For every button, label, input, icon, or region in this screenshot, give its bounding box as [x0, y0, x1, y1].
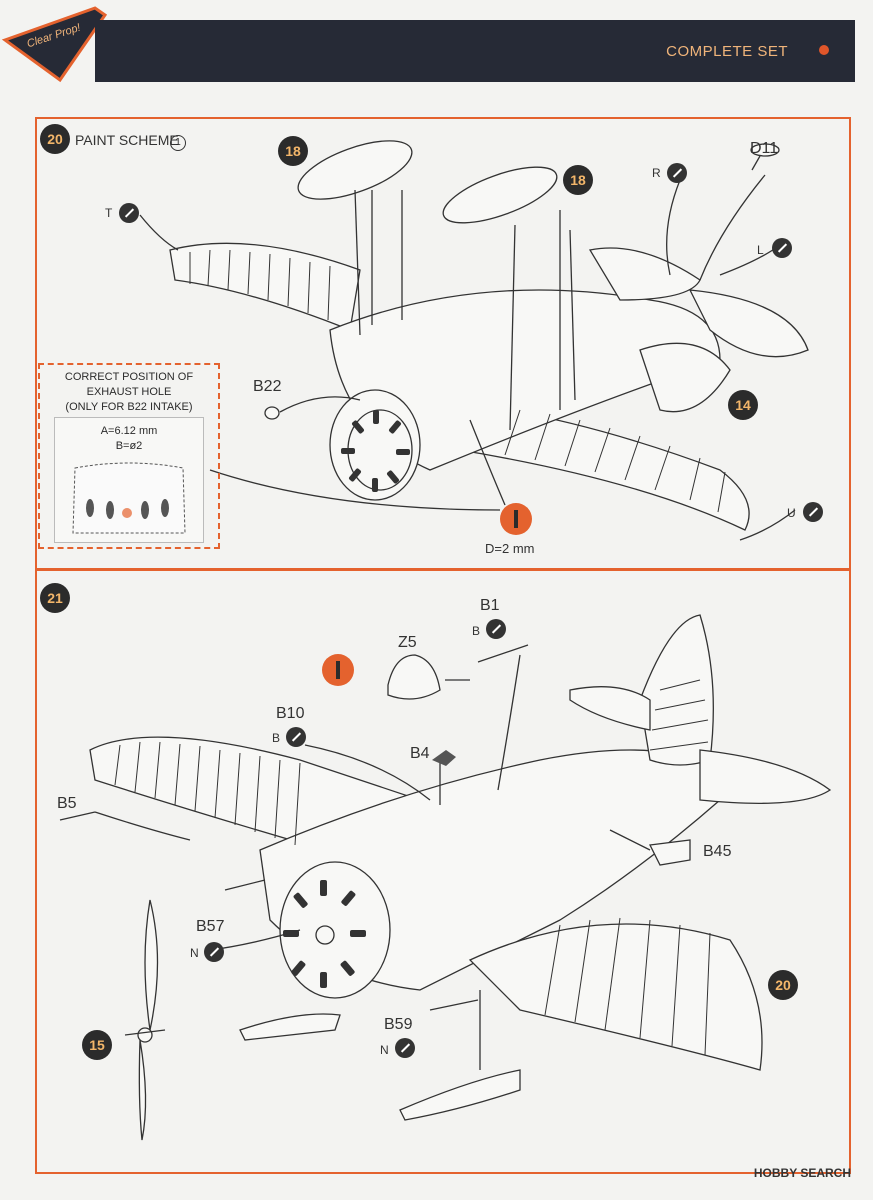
sub-assembly-18-left: 18: [278, 136, 308, 166]
paint-code-B59: N: [380, 1043, 389, 1057]
exhaust-hole-note: CORRECT POSITION OF EXHAUST HOLE (ONLY F…: [38, 363, 220, 549]
paint-scheme-number: 1: [170, 132, 186, 151]
paint-code-B10: B: [272, 731, 281, 745]
header: Clear Prop! COMPLETE SET: [0, 0, 873, 100]
step-number-21: 21: [40, 583, 70, 613]
step-20-panel: [35, 117, 851, 571]
sub-assembly-20: 20: [768, 970, 798, 1000]
part-label-B1: B1: [480, 597, 500, 614]
paint-brush-icon: [667, 163, 687, 183]
note-line-3: (ONLY FOR B22 INTAKE): [65, 401, 193, 413]
header-bar: [95, 20, 855, 82]
paint-code-U: U: [787, 506, 796, 520]
paint-brush-icon: [772, 238, 792, 258]
paint-brush-icon: [286, 727, 306, 747]
paint-brush-icon: [204, 942, 224, 962]
paint-code-B57: N: [190, 946, 199, 960]
step-number-20: 20: [40, 124, 70, 154]
part-label-B10: B10: [276, 705, 305, 722]
sub-assembly-18-right: 18: [563, 165, 593, 195]
part-label-B45: B45: [703, 843, 732, 860]
part-label-D11: D11: [750, 140, 779, 157]
step-21-panel: [35, 568, 851, 1174]
dimension-b: B=ø2: [115, 440, 143, 452]
note-line-1: CORRECT POSITION OF: [64, 371, 194, 383]
part-label-B4: B4: [410, 745, 430, 762]
header-title: COMPLETE SET: [666, 43, 788, 60]
paint-code-L: L: [757, 243, 764, 257]
drill-icon: [322, 654, 354, 686]
sub-assembly-15: 15: [82, 1030, 112, 1060]
part-label-B22: B22: [253, 378, 282, 395]
exhaust-detail-inset: A=6.12 mm B=ø2: [54, 417, 204, 543]
note-line-2: EXHAUST HOLE: [86, 386, 172, 398]
part-label-Z5: Z5: [398, 634, 417, 651]
watermark: HOBBY SEARCH: [753, 1166, 851, 1180]
paint-brush-icon: [803, 502, 823, 522]
paint-code-T: T: [105, 206, 113, 220]
dimension-a: A=6.12 mm: [100, 425, 158, 437]
sub-assembly-14: 14: [728, 390, 758, 420]
exhaust-detail-drawing: [72, 462, 186, 534]
drill-icon: [500, 503, 532, 535]
drill-size-label: D=2 mm: [485, 541, 535, 556]
part-label-B57: B57: [196, 918, 225, 935]
paint-scheme-title: PAINT SCHEME: [75, 132, 179, 148]
paint-brush-icon: [395, 1038, 415, 1058]
logo: [1, 6, 108, 83]
paint-brush-icon: [486, 619, 506, 639]
part-label-B59: B59: [384, 1016, 413, 1033]
paint-code-B1: B: [472, 624, 481, 638]
header-dot-icon: [819, 45, 829, 55]
paint-brush-icon: [119, 203, 139, 223]
part-label-B5: B5: [57, 795, 77, 812]
paint-code-R: R: [652, 166, 661, 180]
